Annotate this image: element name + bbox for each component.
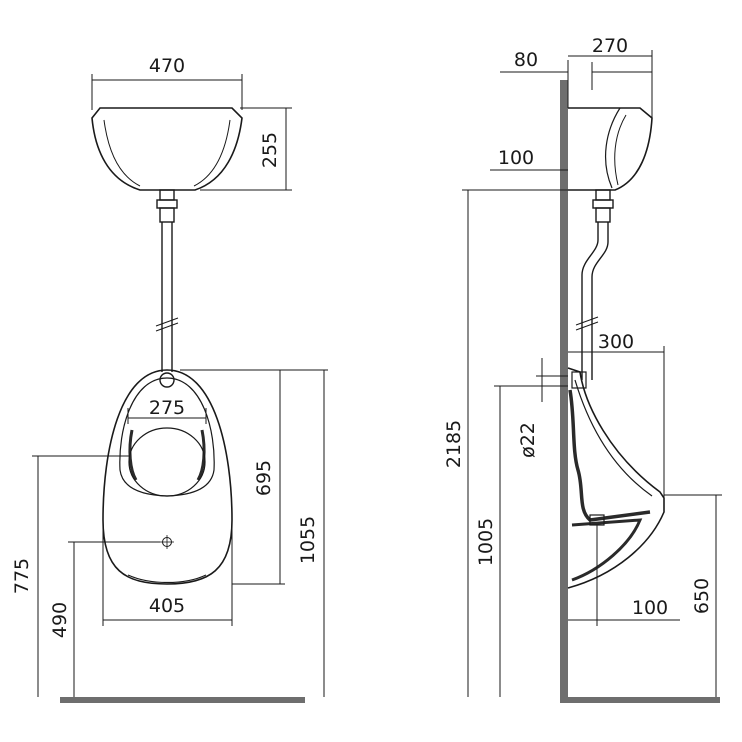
dim-2185 bbox=[462, 189, 568, 697]
side-view: 80 270 100 2185 300 ø22 10 bbox=[443, 35, 722, 703]
overall-height-label: 1055 bbox=[297, 516, 319, 564]
dim-255 bbox=[200, 107, 292, 191]
cistern-height-label: 255 bbox=[259, 132, 281, 168]
dim-300 bbox=[568, 346, 665, 498]
cistern-width-label: 470 bbox=[149, 55, 185, 77]
dim-775 bbox=[32, 455, 130, 697]
rim-height-label: 775 bbox=[11, 558, 33, 594]
bowl-top-height-label: 695 bbox=[253, 460, 275, 496]
outlet-offset-label: 100 bbox=[632, 597, 668, 619]
dim-100-bottom bbox=[568, 525, 680, 626]
dim-275 bbox=[127, 408, 207, 424]
dim-650 bbox=[664, 494, 722, 697]
mounting-height-label: 2185 bbox=[443, 420, 465, 468]
dim-80-270 bbox=[500, 50, 653, 118]
bowl-top-label: 1005 bbox=[475, 518, 497, 566]
rim-level-label: 650 bbox=[691, 578, 713, 614]
bowl-width-label: 405 bbox=[149, 595, 185, 617]
front-pipe bbox=[155, 189, 179, 388]
inlet-offset-label: 100 bbox=[498, 147, 534, 169]
side-urinal bbox=[567, 367, 665, 589]
side-wall bbox=[560, 80, 568, 702]
outlet-height-label: 490 bbox=[49, 602, 71, 638]
pipe-diameter-label: ø22 bbox=[517, 422, 539, 458]
side-floor bbox=[560, 697, 720, 703]
side-cistern bbox=[568, 107, 653, 191]
dim-470 bbox=[91, 74, 243, 110]
cistern-depth-label: 270 bbox=[592, 35, 628, 57]
dim-695-1055 bbox=[180, 369, 328, 697]
front-urinal bbox=[102, 369, 233, 585]
front-cistern bbox=[91, 107, 243, 191]
side-pipe bbox=[575, 189, 614, 380]
dim-405 bbox=[102, 520, 233, 626]
bowl-opening-width-label: 275 bbox=[149, 397, 185, 419]
dim-1005 bbox=[494, 385, 568, 697]
front-floor bbox=[60, 697, 305, 703]
dim-490 bbox=[68, 541, 160, 697]
bowl-projection-label: 300 bbox=[598, 331, 634, 353]
front-view: 470 255 bbox=[11, 55, 328, 703]
wall-offset-label: 80 bbox=[514, 49, 538, 71]
